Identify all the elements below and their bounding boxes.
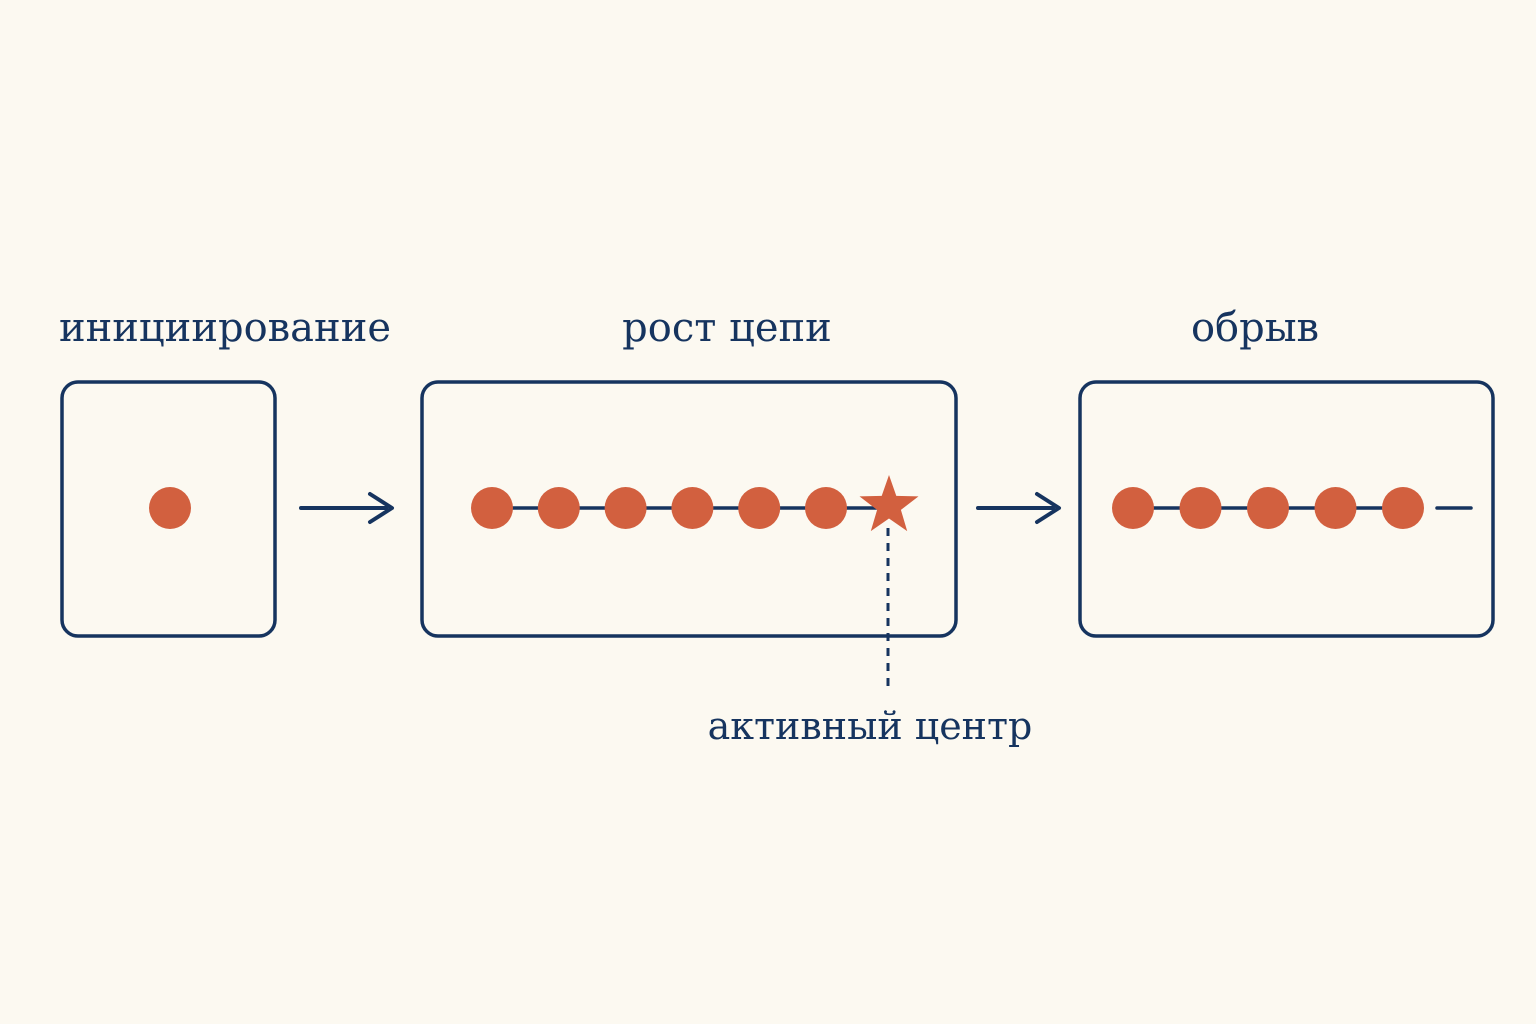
monomer-unit [1112, 487, 1154, 529]
termination-units [1112, 487, 1424, 529]
monomer-unit [1314, 487, 1357, 529]
growth-units [471, 487, 847, 529]
initiation-units [149, 487, 191, 529]
monomer-unit [671, 487, 714, 529]
arrow-right-icon [299, 492, 394, 524]
initiation-box [60, 380, 277, 638]
monomer-unit [805, 487, 847, 529]
stage-label-termination: обрыв [1190, 305, 1320, 351]
monomer-unit [149, 487, 191, 529]
monomer-unit [1382, 487, 1424, 529]
monomer-unit [471, 487, 513, 529]
stage-label-chain-growth: рост цепи [622, 305, 832, 351]
monomer-unit [604, 487, 647, 529]
monomer-unit [1179, 487, 1222, 529]
termination-box [1078, 380, 1495, 638]
stage-label-initiation: инициирование [58, 305, 392, 351]
arrow-right-icon [976, 492, 1061, 524]
chain-growth-box [420, 380, 958, 638]
monomer-unit [1247, 487, 1289, 529]
star-icon [859, 475, 919, 532]
active-center-label: активный центр [707, 704, 1033, 748]
monomer-unit [537, 487, 580, 529]
monomer-unit [738, 487, 781, 529]
